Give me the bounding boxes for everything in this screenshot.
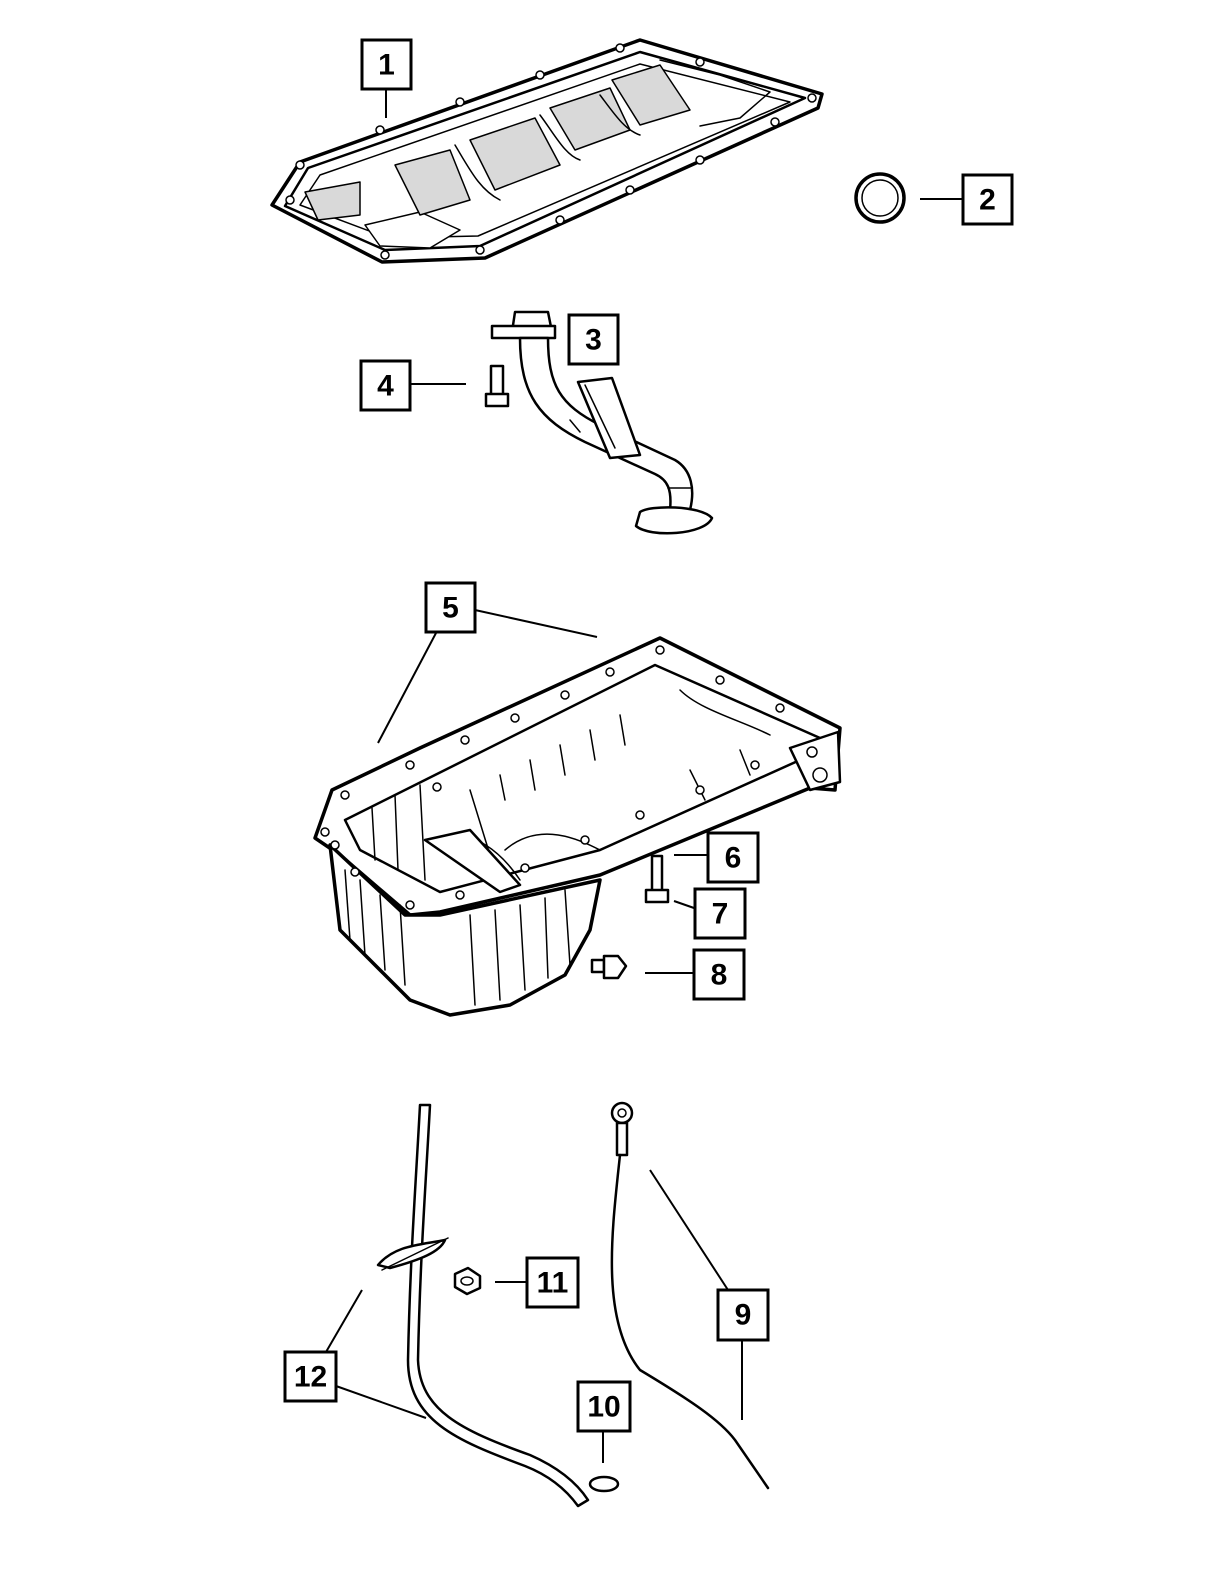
callout-6: 6 <box>706 831 760 884</box>
callout-10-label: 10 <box>587 1391 620 1424</box>
callout-2: 2 <box>961 173 1014 226</box>
part-o-ring <box>854 172 906 224</box>
callout-9-label: 9 <box>735 1299 752 1332</box>
callout-11: 11 <box>525 1256 580 1309</box>
callout-6-label: 6 <box>725 842 742 875</box>
part-oil-pan <box>313 636 842 1017</box>
callout-8-label: 8 <box>711 959 728 992</box>
part-bolt-4 <box>484 364 510 408</box>
callout-12-label: 12 <box>294 1361 327 1394</box>
callout-1-label: 1 <box>378 49 395 82</box>
callout-5: 5 <box>424 581 477 634</box>
part-tube-o-ring <box>588 1475 620 1493</box>
part-drain-plug <box>590 954 628 980</box>
callout-7: 7 <box>693 887 747 940</box>
part-bolt-6-7 <box>644 854 670 904</box>
part-oil-pan-gasket <box>270 38 824 264</box>
callout-11-label: 11 <box>537 1267 569 1300</box>
callout-12: 12 <box>283 1350 338 1403</box>
callout-9: 9 <box>716 1288 770 1342</box>
part-nut <box>453 1266 482 1296</box>
callout-10: 10 <box>576 1380 632 1433</box>
callout-7-label: 7 <box>712 898 729 931</box>
callout-2-label: 2 <box>979 184 996 217</box>
callout-3: 3 <box>567 313 620 366</box>
callout-5-label: 5 <box>442 592 459 625</box>
leader-lines <box>325 90 963 1463</box>
callout-1: 1 <box>360 38 413 91</box>
callout-4: 4 <box>359 359 412 412</box>
part-dipstick-tube <box>376 1103 590 1508</box>
part-oil-pickup-tube <box>490 310 714 535</box>
callout-8: 8 <box>692 948 746 1001</box>
callout-3-label: 3 <box>585 324 602 357</box>
part-dipstick <box>610 1101 770 1490</box>
callout-4-label: 4 <box>377 370 394 403</box>
